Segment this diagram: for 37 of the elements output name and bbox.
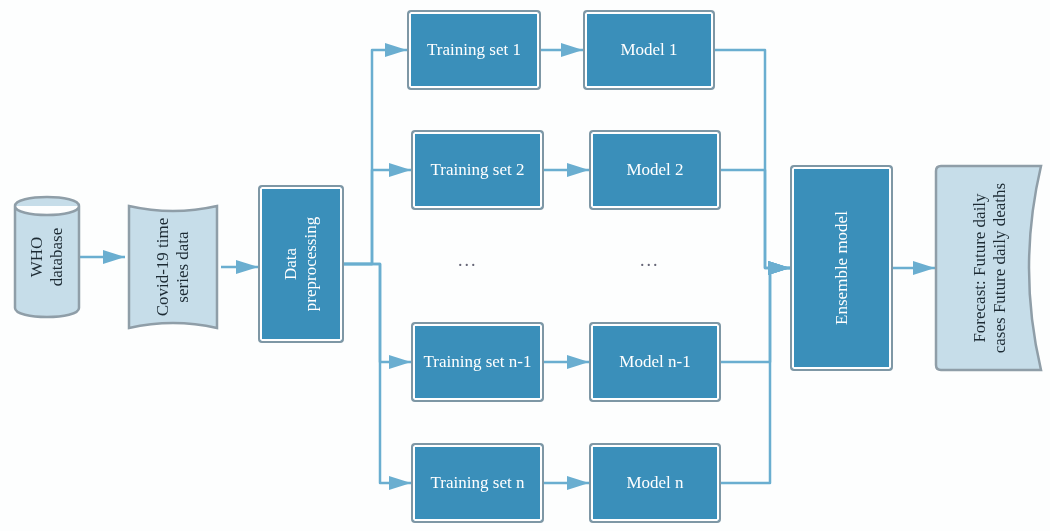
arrow: [544, 476, 589, 490]
ellipsis-text: ...: [640, 250, 660, 271]
process-box: [411, 322, 544, 402]
database-cylinder: [14, 196, 80, 318]
node-label: Data preprocessing: [281, 215, 321, 314]
process-box: [407, 10, 541, 90]
arrow: [544, 163, 589, 177]
ellipsis-text: ...: [458, 250, 478, 271]
process-box: [583, 10, 715, 90]
process-box: [589, 322, 721, 402]
node-label: Ensemble model: [831, 210, 852, 327]
arrow: [344, 262, 411, 490]
process-box: [589, 130, 721, 210]
document-shape: [125, 202, 221, 332]
node-label: Training set n: [429, 473, 526, 493]
node-label: Model 1: [619, 40, 679, 60]
process-box: [790, 165, 893, 371]
process-box: [411, 130, 544, 210]
node-label: Forecast: Future daily cases Future daily deaths: [970, 181, 1010, 356]
node-label: Model n: [625, 473, 685, 493]
node-label: WHO database: [27, 226, 67, 289]
arrow: [221, 260, 258, 274]
output-document-shape: [935, 165, 1045, 371]
arrow: [893, 261, 935, 275]
node-label: Training set 1: [426, 40, 522, 60]
process-box: [258, 185, 344, 343]
process-box: [589, 443, 721, 523]
process-box: [411, 443, 544, 523]
node-label: Training set n-1: [422, 352, 533, 372]
node-label: Model 2: [625, 160, 685, 180]
arrow: [544, 355, 589, 369]
arrow: [721, 261, 790, 485]
arrow: [80, 250, 125, 264]
arrow: [541, 43, 583, 57]
node-label: Covid-19 time series data: [153, 216, 193, 319]
node-label: Model n-1: [618, 352, 692, 372]
node-label: Training set 2: [429, 160, 526, 180]
